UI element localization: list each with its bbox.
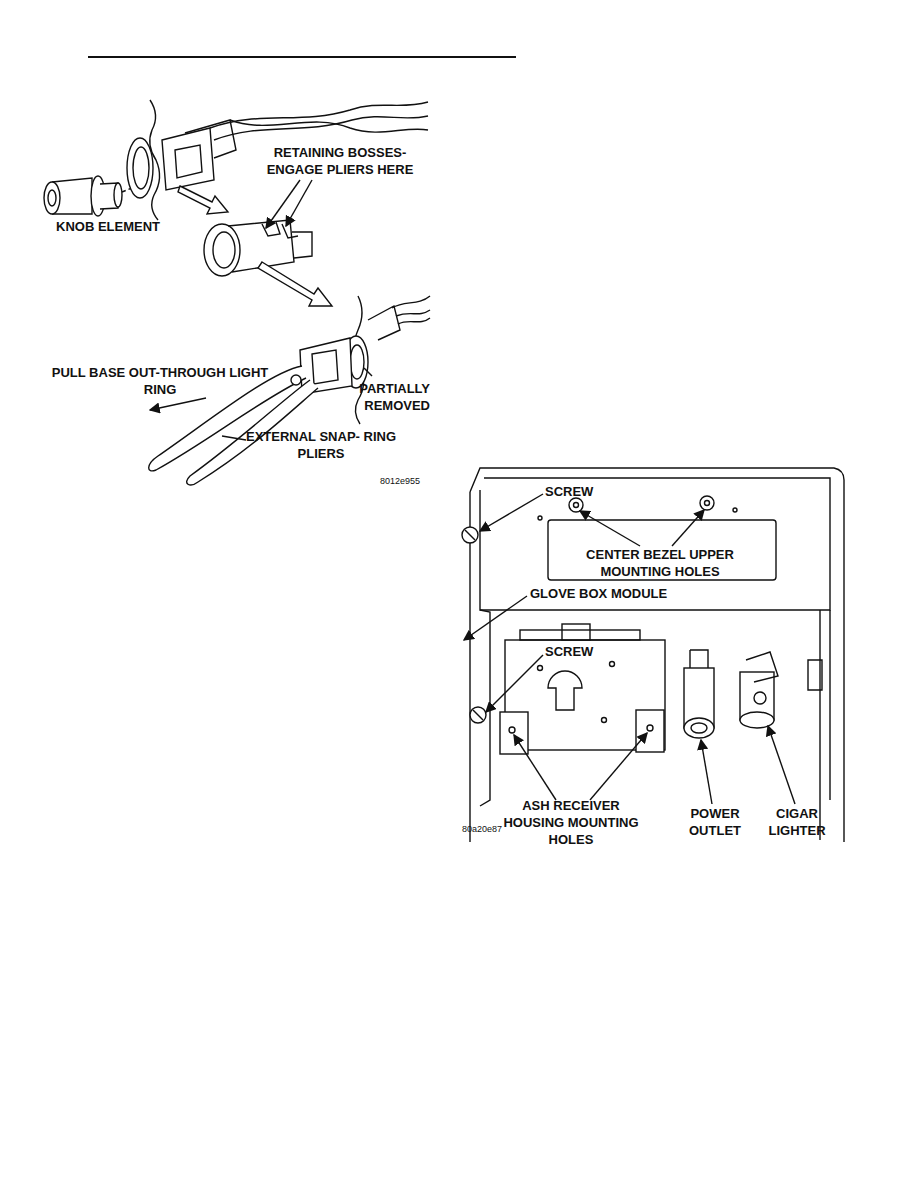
callout-label: ASH RECEIVER HOUSING MOUNTING HOLES <box>496 797 646 848</box>
part-label: GLOVE BOX MODULE <box>530 585 710 602</box>
part-label: KNOB ELEMENT <box>48 218 168 235</box>
part-label: SCREW <box>545 643 615 660</box>
figure-id: 8012e955 <box>380 476 440 487</box>
part-label: SCREW <box>545 483 615 500</box>
callout-label: RETAINING BOSSES- ENGAGE PLIERS HERE <box>252 144 428 178</box>
callout-label: PARTIALLY REMOVED <box>336 380 430 414</box>
tool-label: EXTERNAL SNAP- RING PLIERS <box>246 428 396 462</box>
part-label: POWER OUTLET <box>680 805 750 839</box>
callout-label: CENTER BEZEL UPPER MOUNTING HOLES <box>550 546 770 580</box>
part-label: CIGAR LIGHTER <box>758 805 836 839</box>
figure-id: 80a20e87 <box>462 824 522 835</box>
instruction-label: PULL BASE OUT-THROUGH LIGHT RING <box>40 364 280 398</box>
